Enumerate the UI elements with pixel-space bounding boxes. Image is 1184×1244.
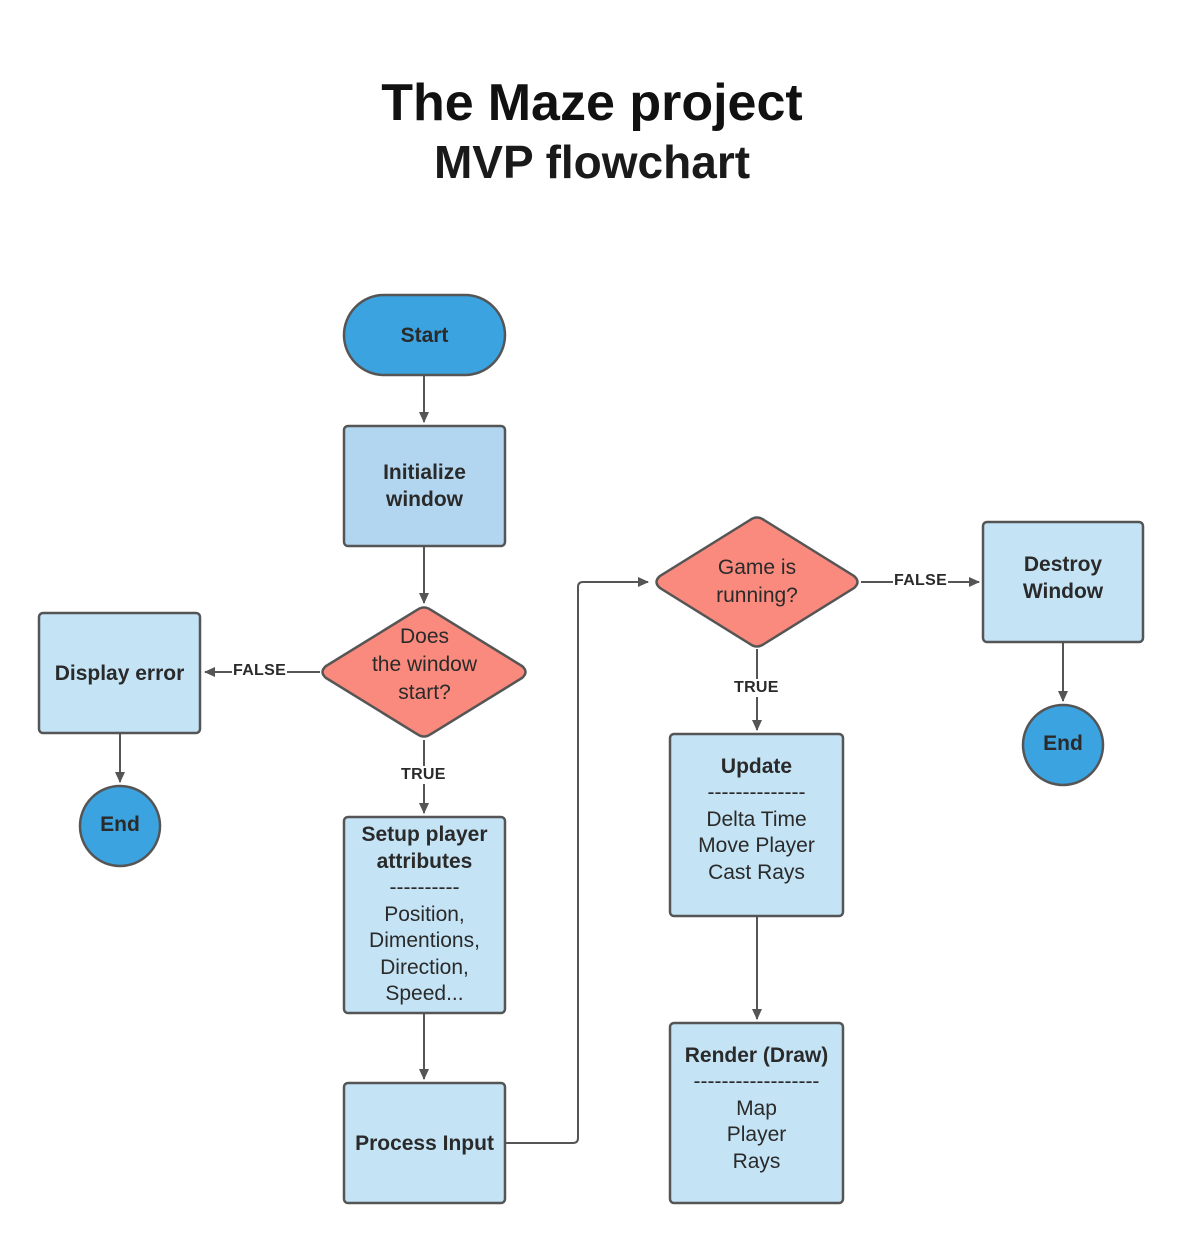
end-right-terminal — [1021, 703, 1105, 787]
destroy-line-2: Window — [1022, 580, 1104, 603]
end-left-label: End — [80, 786, 160, 862]
initialize-line-1: Initialize — [383, 461, 466, 484]
end-left-text: End — [100, 812, 140, 836]
end-left-terminal — [78, 784, 162, 868]
true-label-left: TRUE — [400, 766, 447, 784]
update-box — [668, 732, 845, 918]
setup-player-label: Setup player attributes ---------- Posit… — [344, 817, 505, 1013]
does-line-2: the window — [371, 653, 478, 676]
game-line-2: running? — [716, 584, 798, 607]
display-error-box — [37, 611, 202, 735]
display-error-label: Display error — [39, 613, 200, 733]
game-running-decision — [655, 516, 859, 648]
update-item-delta-time: Delta Time — [706, 807, 807, 831]
update-label: Update -------------- Delta Time Move Pl… — [670, 734, 843, 906]
initialize-window-box — [342, 424, 507, 548]
render-separator: ------------------ — [693, 1070, 820, 1094]
setup-separator: ---------- — [389, 876, 460, 900]
title-the: The — [381, 74, 474, 132]
render-item-rays: Rays — [732, 1149, 781, 1173]
does-line-3: start? — [398, 681, 451, 704]
update-title: Update — [720, 754, 793, 778]
start-terminal — [342, 293, 507, 377]
render-label: Render (Draw) ------------------ Map Pla… — [670, 1023, 843, 1195]
update-item-cast-rays: Cast Rays — [708, 860, 805, 884]
process-input-label: Process Input — [344, 1083, 505, 1203]
initialize-line-2: window — [386, 488, 463, 511]
edge-process-game — [505, 577, 649, 1144]
render-box — [668, 1021, 845, 1205]
destroy-window-label: Destroy Window — [983, 518, 1143, 638]
setup-player-box — [342, 815, 507, 1015]
setup-item-speed: Speed... — [385, 982, 464, 1006]
title-line-2: MVP flowchart — [433, 136, 751, 188]
window-start-question: Does the window start? — [330, 605, 519, 725]
setup-line-2: attributes — [376, 849, 473, 873]
window-start-decision — [321, 606, 527, 738]
display-error-text: Display error — [54, 661, 185, 685]
render-title: Render (Draw) — [684, 1043, 829, 1067]
initialize-window-label: Initialize window — [344, 426, 505, 546]
title-maze-project: Maze project — [487, 74, 803, 132]
false-label-right: FALSE — [893, 572, 949, 590]
start-text: Start — [400, 323, 449, 347]
setup-item-position: Position, — [384, 902, 465, 926]
false-label-left: FALSE — [232, 662, 288, 680]
start-label: Start — [344, 295, 505, 375]
process-input-box — [342, 1081, 507, 1205]
game-line-1: Game is — [717, 556, 797, 579]
game-running-question: Game is running? — [662, 540, 852, 624]
update-item-move-player: Move Player — [698, 834, 815, 858]
render-item-player: Player — [726, 1123, 787, 1147]
end-right-text: End — [1043, 731, 1083, 755]
does-line-1: Does — [399, 625, 450, 648]
setup-line-1: Setup player — [361, 822, 488, 846]
end-right-label: End — [1023, 705, 1103, 781]
process-input-text: Process Input — [355, 1131, 494, 1155]
setup-item-dimentions: Dimentions, — [369, 929, 480, 953]
true-label-right: TRUE — [733, 679, 780, 697]
render-item-map: Map — [736, 1096, 777, 1120]
update-separator: -------------- — [707, 781, 806, 805]
destroy-line-1: Destroy — [1023, 553, 1103, 576]
setup-item-direction: Direction, — [380, 955, 469, 979]
destroy-window-box — [981, 520, 1145, 644]
